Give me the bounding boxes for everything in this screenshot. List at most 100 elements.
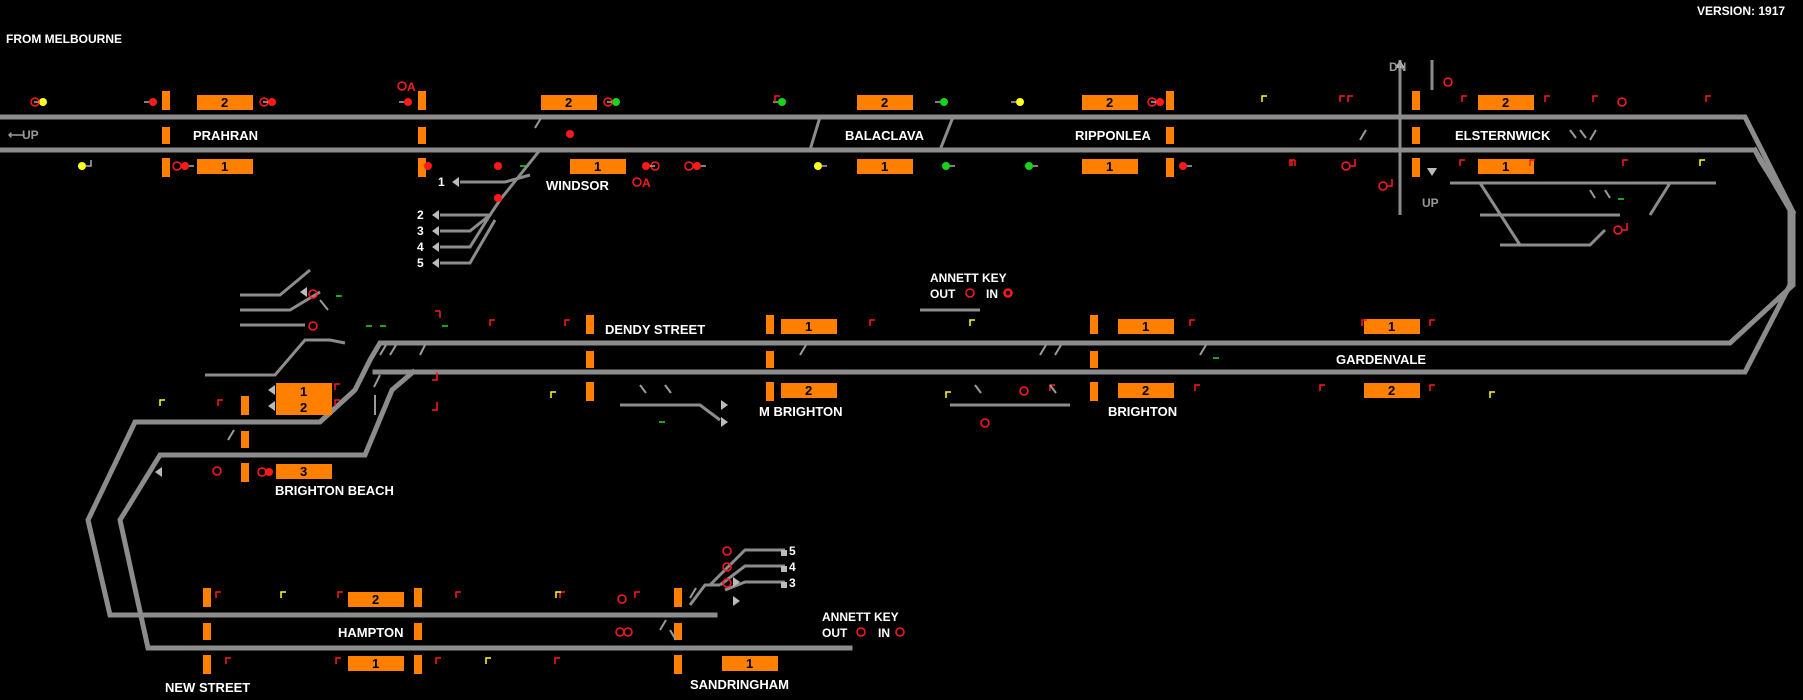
signal-aspect-red[interactable]: [424, 162, 432, 170]
dendy-sidings: [205, 268, 1070, 422]
bb-siding-2[interactable]: [240, 290, 321, 312]
point-indicator[interactable]: [534, 117, 1611, 199]
marker: [414, 655, 422, 674]
annett-key-2-out-ring[interactable]: [856, 627, 866, 637]
platform-elsternwick-1[interactable]: [1478, 159, 1534, 174]
balaclava-crossover-a[interactable]: [807, 115, 830, 152]
signal-aspect-green[interactable]: [940, 98, 948, 106]
signal-tag-a: A: [407, 80, 416, 94]
point-indicator[interactable]: [227, 429, 697, 641]
platform-brighton-2[interactable]: [1118, 383, 1174, 398]
station-new-street: NEW STREET: [165, 680, 250, 695]
platform-bbeach-2-label: 2: [300, 400, 307, 415]
platform-balaclava-1[interactable]: [857, 159, 913, 174]
siding-number: 3: [789, 576, 796, 590]
marker: [1166, 127, 1174, 144]
sand-siding-5[interactable]: [708, 548, 785, 587]
platform-windsor-2[interactable]: [541, 95, 597, 110]
signal-aspect-green[interactable]: [942, 162, 950, 170]
platform-prahran-1[interactable]: [197, 159, 253, 174]
platform-gardenvale-2[interactable]: [1364, 383, 1420, 398]
signal-aspect-yellow[interactable]: [39, 98, 47, 106]
signal-aspect-red[interactable]: [149, 98, 157, 106]
marker: [1412, 127, 1420, 144]
platform-dendy-1[interactable]: [781, 319, 837, 334]
sand-turnout[interactable]: [688, 583, 720, 606]
balaclava-crossover-b[interactable]: [930, 115, 956, 152]
annett-key-1-in-ring[interactable]: [1004, 289, 1012, 297]
marker: [766, 351, 774, 368]
platform-ripponlea-1[interactable]: [1082, 159, 1138, 174]
platform-bbeach-1-2[interactable]: [276, 383, 332, 415]
windsor-siding-2[interactable]: [440, 149, 542, 217]
up-main-track[interactable]: [0, 114, 1796, 346]
platform-balaclava-2-label: 2: [881, 95, 888, 110]
signal-ring: [257, 467, 267, 477]
marker: [203, 623, 211, 640]
signal-aspect-red[interactable]: [404, 98, 412, 106]
platform-windsor-1[interactable]: [570, 159, 626, 174]
signal-aspect-red[interactable]: [494, 162, 502, 170]
elsternwick-yard-link-2[interactable]: [1648, 182, 1672, 216]
station-elsternwick: ELSTERNWICK: [1455, 128, 1551, 143]
bb-siding-4[interactable]: [205, 338, 346, 377]
marker: [162, 158, 170, 177]
windsor-siding-3[interactable]: [440, 213, 491, 233]
sand-siding-3[interactable]: [724, 580, 785, 592]
windsor-siding-5[interactable]: [440, 219, 497, 265]
signal-post: [435, 310, 1435, 326]
platform-gardenvale-1b[interactable]: [1364, 319, 1420, 334]
windsor-siding-1[interactable]: [460, 173, 531, 184]
marker: [1090, 351, 1098, 368]
platform-ripponlea-2[interactable]: [1082, 95, 1138, 110]
point-indicator[interactable]: [373, 374, 381, 415]
platform-hampton-2[interactable]: [348, 592, 404, 607]
signal-aspect-red[interactable]: [181, 162, 189, 170]
platform-elsternwick-2[interactable]: [1478, 95, 1534, 110]
platform-prahran-2[interactable]: [197, 95, 253, 110]
signal-aspect-red[interactable]: [693, 162, 701, 170]
down-loop-track[interactable]: [85, 340, 718, 618]
signal-aspect-red[interactable]: [1179, 162, 1187, 170]
platforms: 2 1 2 1 2 1 2 1 2 1 1 2 1 2 1 2: [197, 95, 1534, 671]
annett-key-2-in-ring[interactable]: [895, 627, 905, 637]
marker: [674, 655, 682, 674]
signal-aspect-red[interactable]: [494, 194, 502, 202]
signal-aspect-green[interactable]: [778, 98, 786, 106]
points: [227, 117, 1611, 641]
bb-siding-1[interactable]: [240, 268, 311, 297]
elsternwick-yard-road-3[interactable]: [1500, 228, 1607, 247]
windsor-siding-4[interactable]: [440, 214, 492, 249]
elsternwick-yard-link[interactable]: [1478, 182, 1522, 246]
signal-ring: [308, 289, 318, 299]
marker: [203, 588, 211, 607]
mbrighton-siding[interactable]: [620, 403, 721, 422]
point-indicator[interactable]: [319, 299, 1207, 394]
signal-aspect-red[interactable]: [265, 468, 273, 476]
signal-aspect-green[interactable]: [1025, 162, 1033, 170]
down-main-track-b[interactable]: [372, 146, 1793, 375]
signal-aspect-red[interactable]: [1156, 98, 1164, 106]
signal-aspect-green[interactable]: [612, 98, 620, 106]
signal-aspect-yellow[interactable]: [78, 162, 86, 170]
platform-sandringham-1[interactable]: [722, 656, 778, 671]
annett-key-1-title: ANNETT KEY: [930, 271, 1007, 285]
annett-key-2-in: IN: [878, 626, 890, 640]
platform-prahran-2-label: 2: [221, 95, 228, 110]
signal-aspect-red[interactable]: [642, 162, 650, 170]
signal-aspect-yellow[interactable]: [814, 162, 822, 170]
signal-aspect-red[interactable]: [268, 98, 276, 106]
signal-ring: [1613, 225, 1623, 235]
signal-posts: [34, 95, 1711, 664]
up-loop-track[interactable]: [117, 368, 853, 651]
platform-gardenvale-1[interactable]: [1118, 319, 1174, 334]
platform-mbrighton-2[interactable]: [781, 383, 837, 398]
platform-hampton-1[interactable]: [348, 656, 404, 671]
station-brighton: BRIGHTON: [1108, 404, 1177, 419]
signal-ring: [632, 177, 642, 187]
platform-balaclava-2[interactable]: [857, 95, 913, 110]
signal-aspect-red[interactable]: [566, 130, 574, 138]
station-hampton: HAMPTON: [338, 625, 403, 640]
platform-bbeach-3[interactable]: [276, 464, 332, 479]
signal-aspect-yellow[interactable]: [1016, 98, 1024, 106]
